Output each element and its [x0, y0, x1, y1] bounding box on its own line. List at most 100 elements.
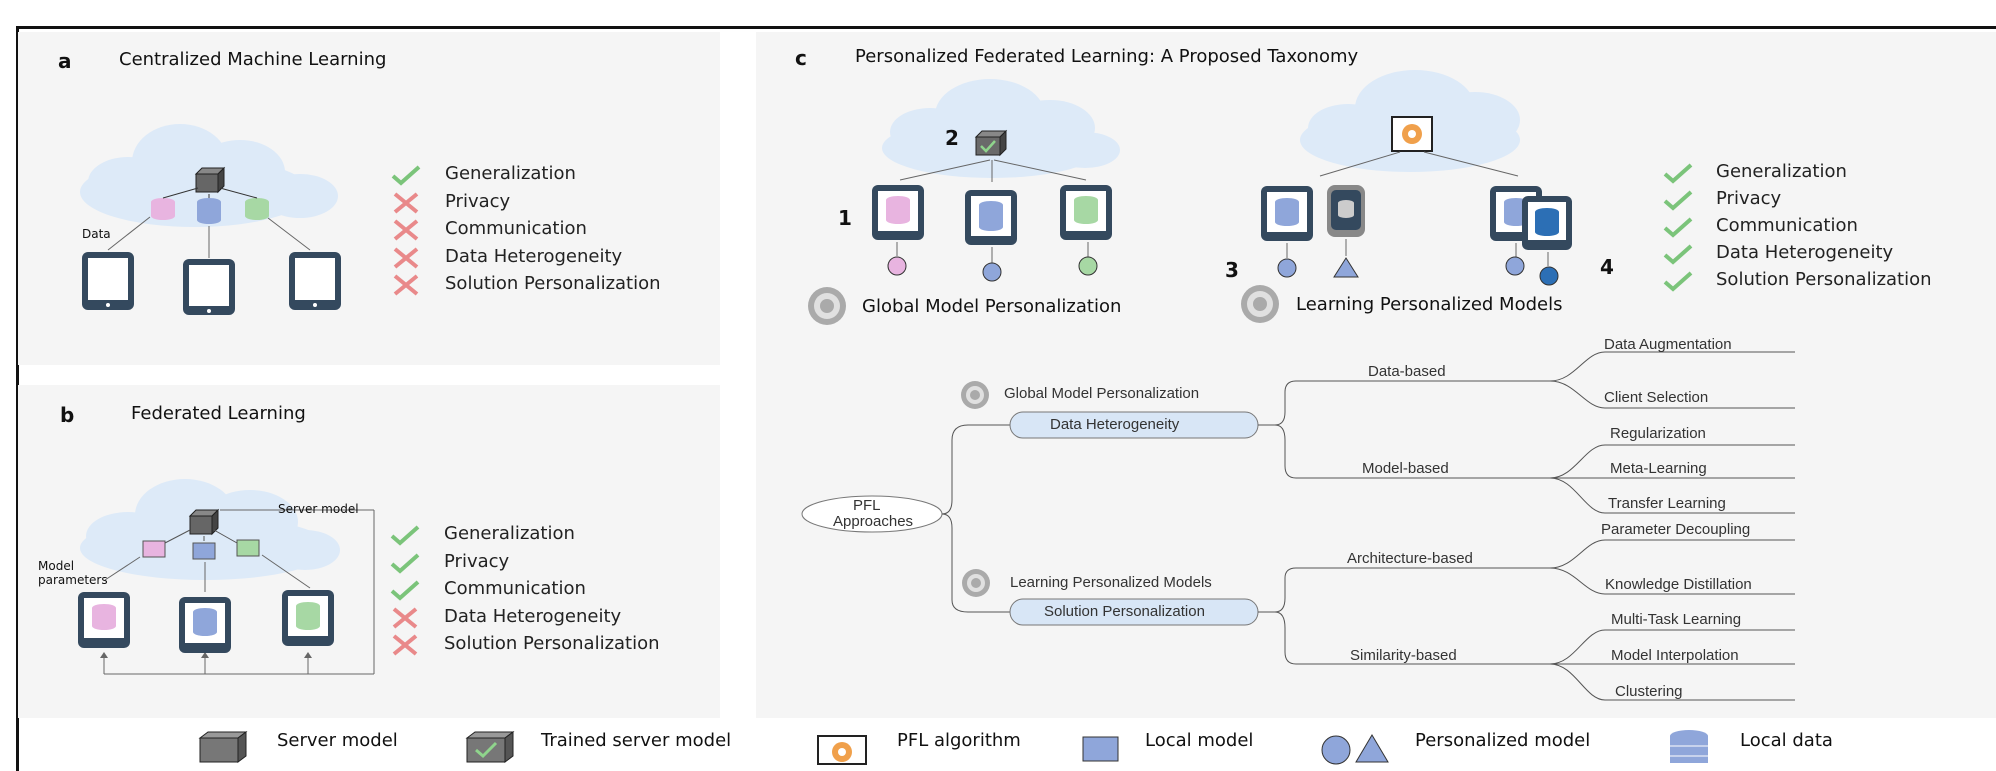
- phone-icon: [289, 252, 341, 310]
- local-model-blue-icon: [192, 542, 216, 560]
- panel-c-illustration: [808, 70, 1572, 325]
- pfl-algorithm-legend-icon: [817, 735, 867, 765]
- panel-a-title: Centralized Machine Learning: [119, 49, 387, 70]
- phone-icon: [872, 185, 924, 240]
- criterion-label: Privacy: [445, 190, 511, 212]
- criterion-label: Data Heterogeneity: [445, 245, 623, 267]
- panel-a-diagram: [80, 124, 341, 315]
- personalized-model-icon: [1277, 258, 1297, 278]
- server-model-label: Server model: [278, 502, 359, 516]
- criterion-label: Data Heterogeneity: [1716, 242, 1894, 263]
- criterion-label: Privacy: [444, 550, 510, 572]
- legend-local-model: Local model: [1145, 730, 1254, 751]
- database-green-icon: [245, 198, 269, 220]
- phone-icon: [183, 259, 235, 315]
- leaf-client-selection: Client Selection: [1604, 389, 1709, 406]
- criterion-label: Communication: [445, 218, 587, 239]
- leaf-regularization: Regularization: [1610, 425, 1706, 442]
- criterion-label: Solution Personalization: [1716, 269, 1932, 290]
- step-4: 4: [1600, 255, 1614, 279]
- step-1: 1: [838, 206, 852, 230]
- panel-a-label: a: [58, 49, 72, 73]
- leaf-model-interpolation: Model Interpolation: [1611, 647, 1739, 664]
- personalized-model-dark-icon: [1539, 266, 1559, 286]
- phone-icon: [1060, 185, 1112, 240]
- personalized-model-legend-triangle-icon: [1355, 734, 1389, 763]
- leaf-clustering: Clustering: [1615, 683, 1683, 700]
- branch-bottom-pill-label: Solution Personalization: [1044, 603, 1205, 620]
- similarity-based-label: Similarity-based: [1350, 647, 1457, 664]
- check-icon: [1663, 270, 1693, 292]
- local-model-green-icon: [236, 539, 260, 557]
- check-icon: [391, 164, 421, 186]
- pfl-algorithm-chip-icon: [1391, 116, 1433, 152]
- phone-icon: [282, 590, 334, 646]
- cross-icon: [391, 246, 421, 269]
- local-model-pink-icon: [142, 540, 166, 558]
- gear-icon: [961, 381, 989, 409]
- leaf-transfer-learning: Transfer Learning: [1608, 495, 1726, 512]
- taxonomy-tree: [801, 351, 1795, 701]
- phone-icon: [965, 190, 1017, 245]
- check-icon: [1663, 243, 1693, 265]
- legend-pfl-algorithm: PFL algorithm: [897, 730, 1021, 751]
- data-label: Data: [82, 227, 111, 241]
- criterion-label: Solution Personalization: [445, 273, 661, 294]
- legend-personalized-model: Personalized model: [1415, 730, 1591, 751]
- parameters-label: parameters: [38, 573, 108, 587]
- check-icon: [390, 552, 420, 574]
- global-model-personalization-caption: Global Model Personalization: [862, 296, 1122, 317]
- trained-server-model-legend-icon: [465, 731, 515, 763]
- cross-icon: [390, 634, 420, 656]
- criterion-label: Communication: [444, 578, 586, 599]
- phone-icon: [82, 252, 134, 310]
- cross-icon: [390, 606, 420, 629]
- check-icon: [1663, 216, 1693, 238]
- data-based-label: Data-based: [1368, 363, 1446, 380]
- cross-icon: [391, 191, 421, 214]
- leaf-multi-task-learning: Multi-Task Learning: [1611, 611, 1742, 628]
- personalized-model-triangle-icon: [1333, 257, 1359, 278]
- local-data-legend-icon: [1670, 730, 1708, 763]
- personalized-model-blue-icon: [982, 262, 1002, 282]
- personalized-model-icon: [1505, 256, 1525, 276]
- check-icon: [390, 579, 420, 601]
- server-cube-icon: [194, 166, 226, 194]
- gear-icon: [962, 569, 990, 597]
- check-icon: [1663, 162, 1693, 184]
- leaf-data-augmentation: Data Augmentation: [1604, 336, 1732, 353]
- database-pink-icon: [151, 198, 175, 220]
- trained-server-cube-icon: [974, 129, 1008, 157]
- panel-b-title: Federated Learning: [131, 403, 306, 424]
- panel-b-label: b: [60, 403, 75, 427]
- root-label-pfl: PFL: [853, 497, 881, 514]
- figure-frame: [16, 26, 1996, 771]
- criterion-label: Solution Personalization: [444, 633, 660, 654]
- step-3: 3: [1225, 258, 1239, 282]
- branch-top-heading: Global Model Personalization: [1004, 385, 1200, 402]
- model-label: Model: [38, 559, 75, 573]
- panel-c-title: Personalized Federated Learning: A Propo…: [855, 46, 1359, 67]
- leaf-parameter-decoupling: Parameter Decoupling: [1601, 521, 1751, 538]
- gear-icon: [808, 287, 846, 325]
- criterion-label: Generalization: [445, 163, 576, 184]
- legend-trained-server-model: Trained server model: [541, 730, 732, 751]
- check-icon: [1663, 189, 1693, 211]
- criterion-label: Privacy: [1716, 188, 1782, 209]
- phone-icon: [1261, 186, 1313, 241]
- branch-bottom-heading: Learning Personalized Models: [1010, 574, 1212, 591]
- cross-icon: [391, 219, 421, 241]
- server-model-legend-icon: [198, 731, 248, 763]
- architecture-based-label: Architecture-based: [1347, 550, 1473, 567]
- personalized-model-pink-icon: [887, 256, 907, 276]
- database-blue-icon: [197, 198, 221, 224]
- step-2: 2: [945, 126, 959, 150]
- leaf-meta-learning: Meta-Learning: [1610, 460, 1707, 477]
- legend-server-model: Server model: [277, 730, 398, 751]
- legend-local-data: Local data: [1740, 730, 1833, 751]
- local-model-legend-icon: [1082, 736, 1119, 762]
- personalized-model-green-icon: [1078, 256, 1098, 276]
- learning-personalized-models-caption: Learning Personalized Models: [1296, 294, 1563, 315]
- smartwatch-icon: [1327, 185, 1365, 237]
